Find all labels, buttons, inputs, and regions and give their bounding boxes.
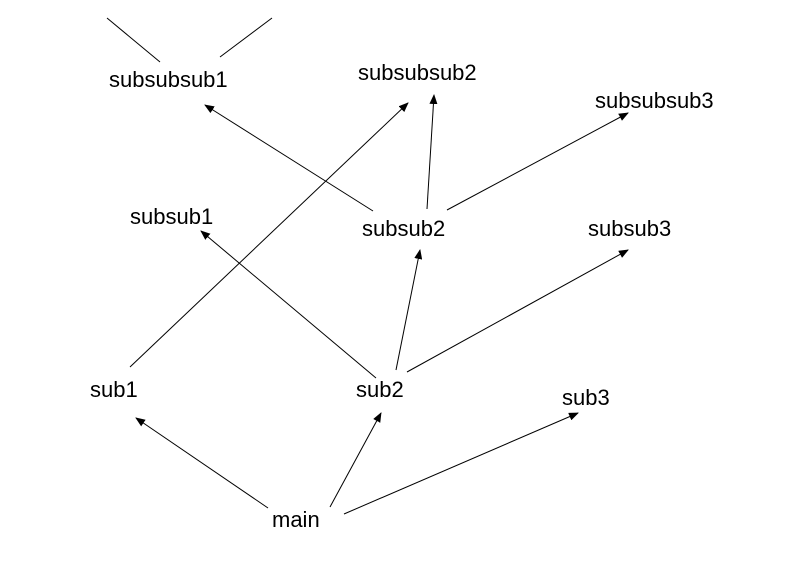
edge-main-to-sub2 [329, 412, 382, 508]
edge-sub1-to-subsubsub2 [129, 102, 409, 368]
edge-sub2-to-subsub2 [395, 249, 423, 371]
node-subsubsub3[interactable]: subsubsub3 [595, 88, 714, 113]
edge-subsub2-to-subsubsub3 [446, 112, 629, 211]
node-sub1[interactable]: sub1 [90, 377, 138, 402]
edge-subsub2-to-subsubsub1 [204, 104, 374, 212]
node-subsubsub1[interactable]: subsubsub1 [109, 67, 228, 92]
node-subsubsub2[interactable]: subsubsub2 [358, 60, 477, 85]
edge-sub2-to-subsub1 [200, 230, 377, 379]
node-sub3[interactable]: sub3 [562, 385, 610, 410]
edge-sub2-to-subsub3 [406, 249, 629, 373]
node-subsub3[interactable]: subsub3 [588, 216, 672, 241]
offscreen-edge-right [219, 17, 273, 58]
edge-subsub2-to-subsubsub2 [426, 94, 438, 210]
offscreen-edge-left [106, 17, 161, 63]
node-sub2[interactable]: sub2 [356, 377, 404, 402]
node-subsub2[interactable]: subsub2 [362, 216, 446, 241]
node-main[interactable]: main [272, 507, 320, 532]
edge-main-to-sub1 [135, 417, 269, 509]
edge-main-to-sub3 [343, 412, 579, 515]
node-subsub1[interactable]: subsub1 [130, 204, 214, 229]
